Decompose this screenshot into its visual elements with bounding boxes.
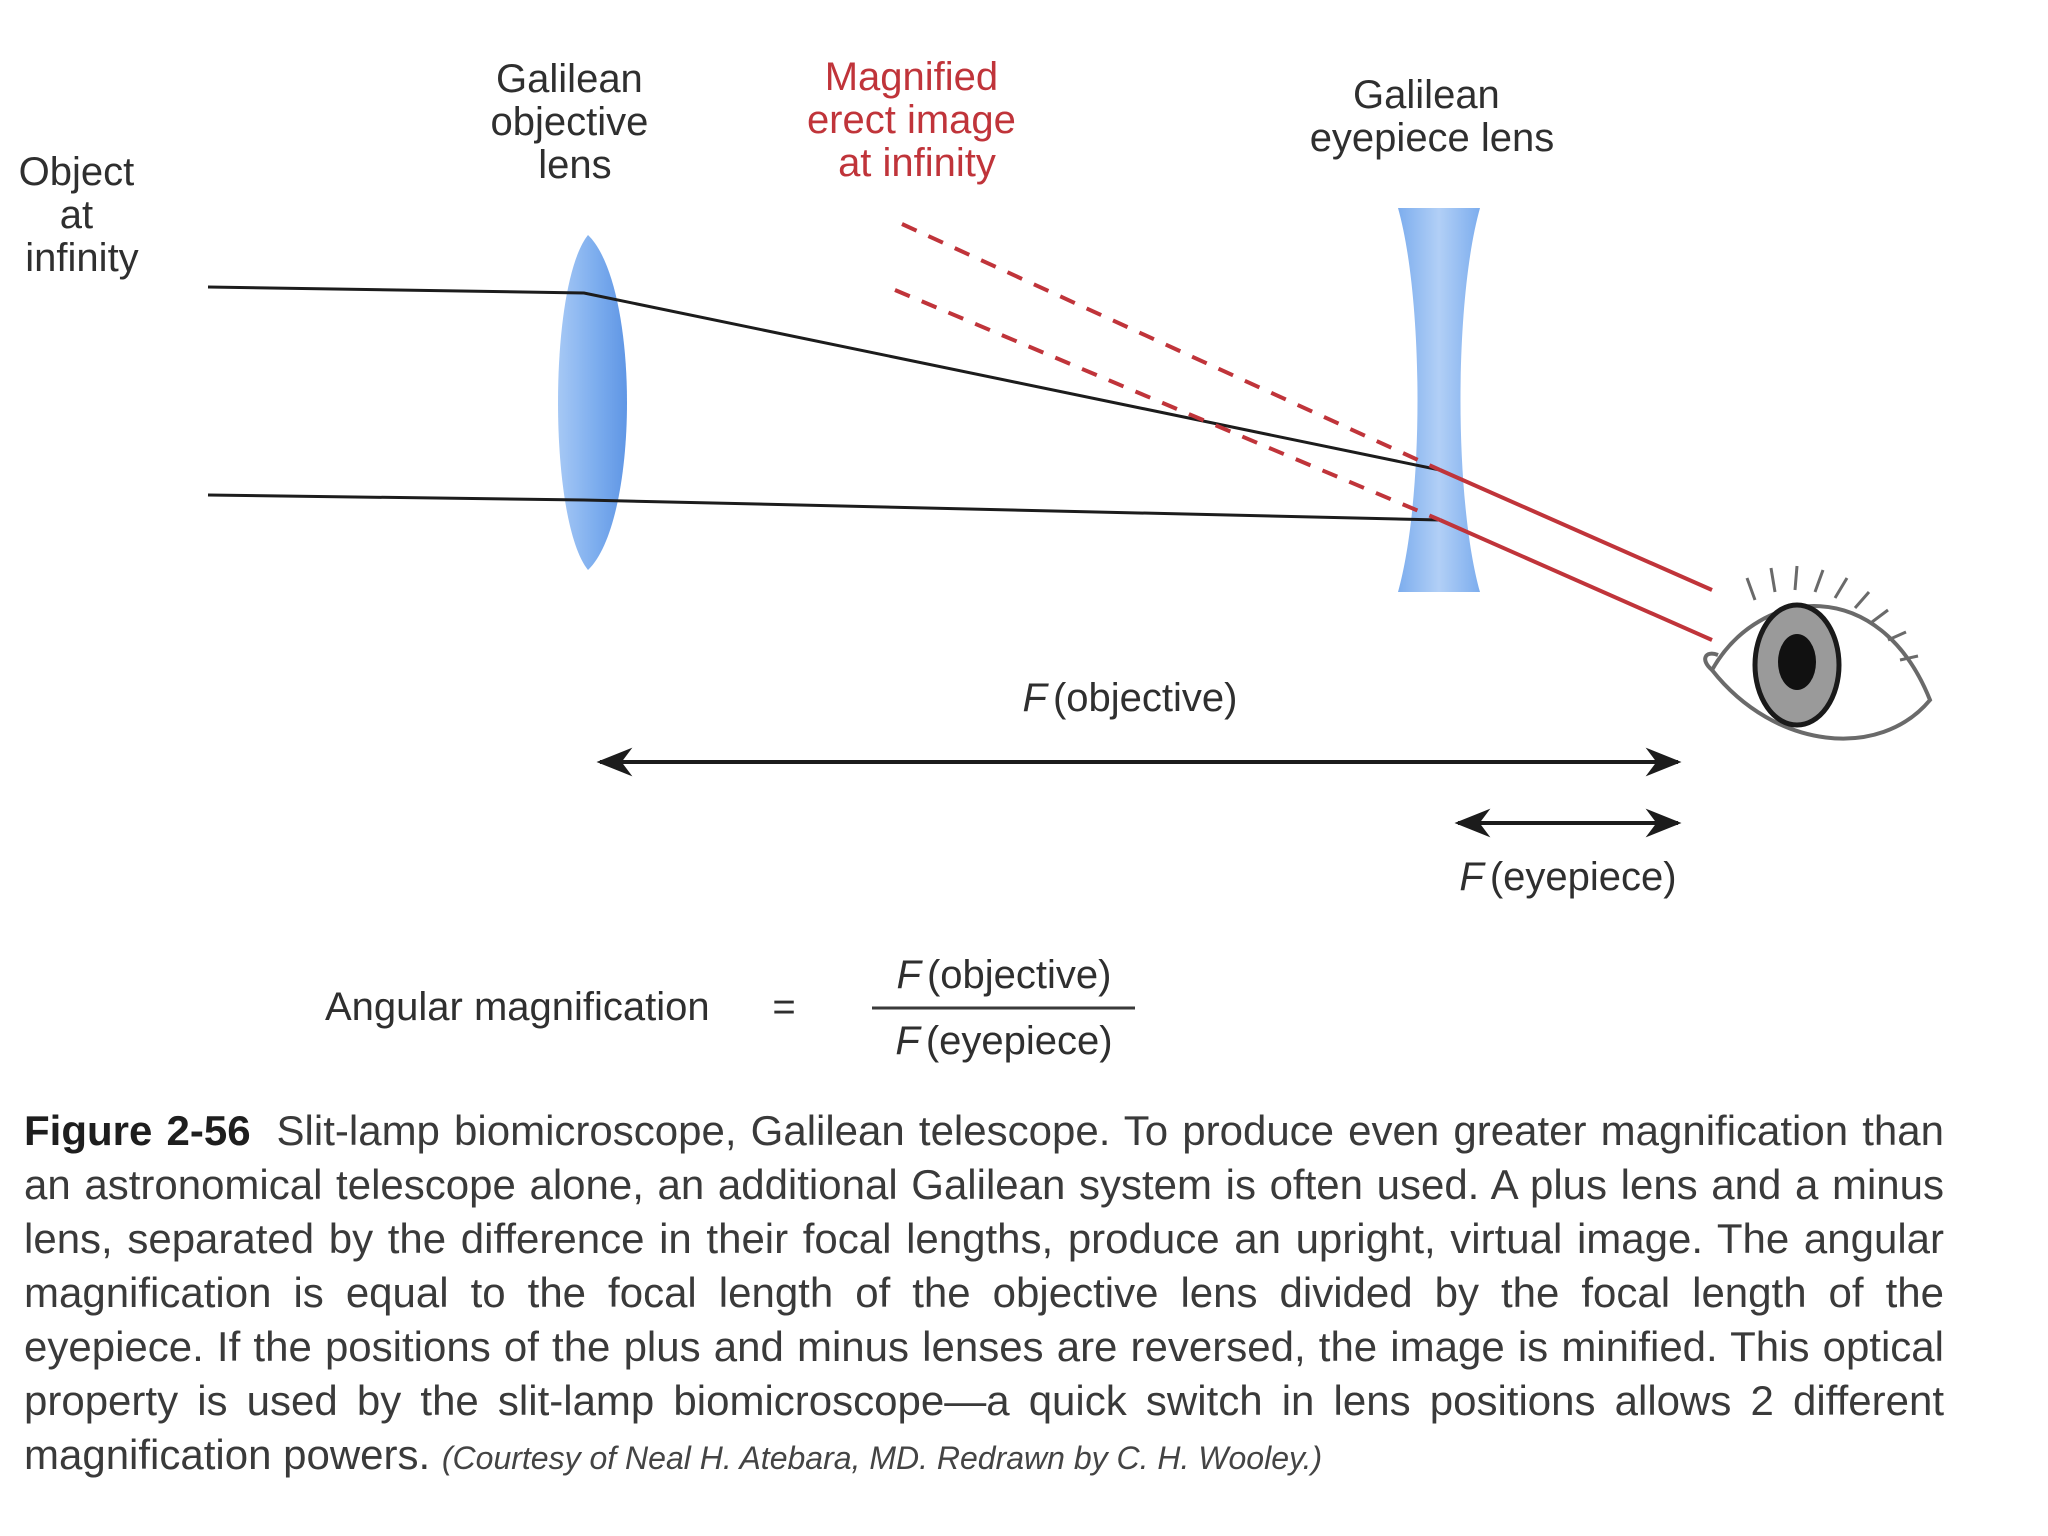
- incoming-ray-bottom: [207, 493, 1441, 522]
- eyepiece-lens-label: Galilean eyepiece lens: [1310, 73, 1555, 160]
- equation-lhs: Angular magnification: [325, 985, 710, 1029]
- magnification-equation: Angular magnification = F(objective) F(e…: [325, 953, 1135, 1063]
- emerging-ray-bottom: [1439, 518, 1713, 642]
- virtual-ray-bottom: [894, 288, 1441, 522]
- equation-denominator: F(eyepiece): [895, 1019, 1112, 1063]
- incoming-ray-top: [207, 285, 1441, 472]
- objective-lens-label: Galilean objective lens: [491, 57, 660, 187]
- caption-credit: (Courtesy of Neal H. Atebara, MD. Redraw…: [441, 1440, 1323, 1476]
- galilean-telescope-diagram: Object at infinity Galilean objective le…: [19, 55, 1933, 1063]
- figure-number: Figure 2-56: [24, 1107, 251, 1154]
- equation-equals: =: [772, 985, 795, 1029]
- f-objective-label: F(objective): [1023, 676, 1238, 720]
- object-label: Object at infinity: [19, 150, 146, 280]
- equation-numerator: F(objective): [897, 953, 1112, 997]
- caption-text: Slit-lamp biomicroscope, Galilean telesc…: [24, 1107, 1944, 1478]
- emerging-ray-top: [1439, 468, 1713, 592]
- f-eyepiece-label: F(eyepiece): [1459, 855, 1676, 899]
- virtual-ray-top: [901, 222, 1441, 472]
- virtual-image-label: Magnified erect image at infinity: [807, 55, 1027, 185]
- eye-icon: [1703, 565, 1933, 741]
- eyepiece-lens: [1398, 208, 1480, 592]
- objective-lens: [558, 235, 627, 570]
